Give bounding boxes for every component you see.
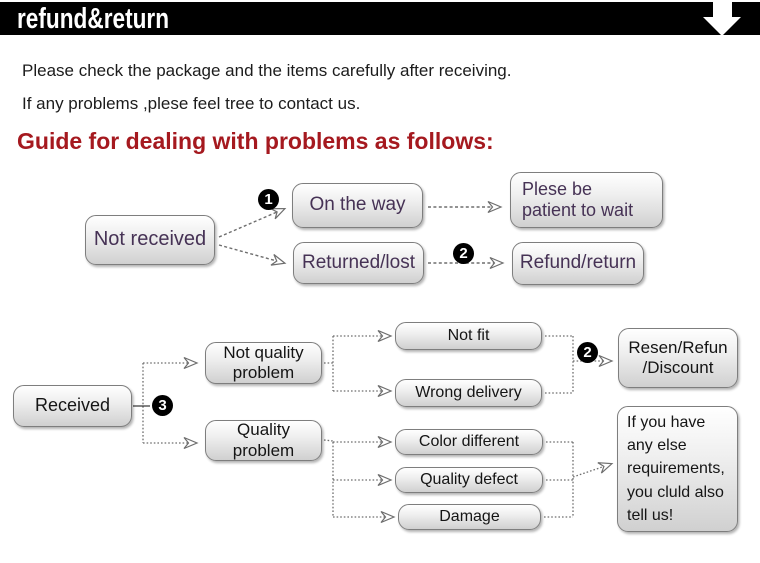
header-bar: refund&return: [0, 2, 760, 35]
node-refund-return: Refund/return: [512, 242, 644, 285]
node-not-fit: Not fit: [395, 322, 542, 350]
node-on-the-way: On the way: [292, 183, 423, 228]
badge-step-1: 1: [258, 189, 279, 210]
intro-line-2: If any problems ,plese feel tree to cont…: [22, 94, 361, 113]
node-anything-else: If you have any else requirements, you c…: [617, 406, 738, 532]
node-not-quality-problem: Not quality problem: [205, 342, 322, 384]
node-color-different: Color different: [395, 429, 543, 455]
node-quality-problem: Quality problem: [205, 420, 322, 461]
badge-step-2: 2: [453, 243, 474, 264]
node-returned-lost: Returned/lost: [293, 242, 424, 284]
intro-line-1: Please check the package and the items c…: [22, 61, 512, 80]
node-patient-to-wait: Plese be patient to wait: [510, 172, 663, 228]
badge-step-3: 3: [152, 395, 173, 416]
node-quality-defect: Quality defect: [395, 467, 543, 493]
guide-heading: Guide for dealing with problems as follo…: [17, 128, 494, 154]
node-damage: Damage: [398, 504, 541, 530]
page-title: refund&return: [17, 3, 170, 35]
node-wrong-delivery: Wrong delivery: [395, 379, 542, 407]
node-not-received: Not received: [85, 215, 215, 265]
node-received: Received: [13, 385, 132, 427]
badge-step-2b: 2: [577, 342, 598, 363]
node-resend-refund-discount: Resen/Refun /Discount: [618, 328, 738, 388]
down-arrow-icon: [703, 0, 741, 36]
